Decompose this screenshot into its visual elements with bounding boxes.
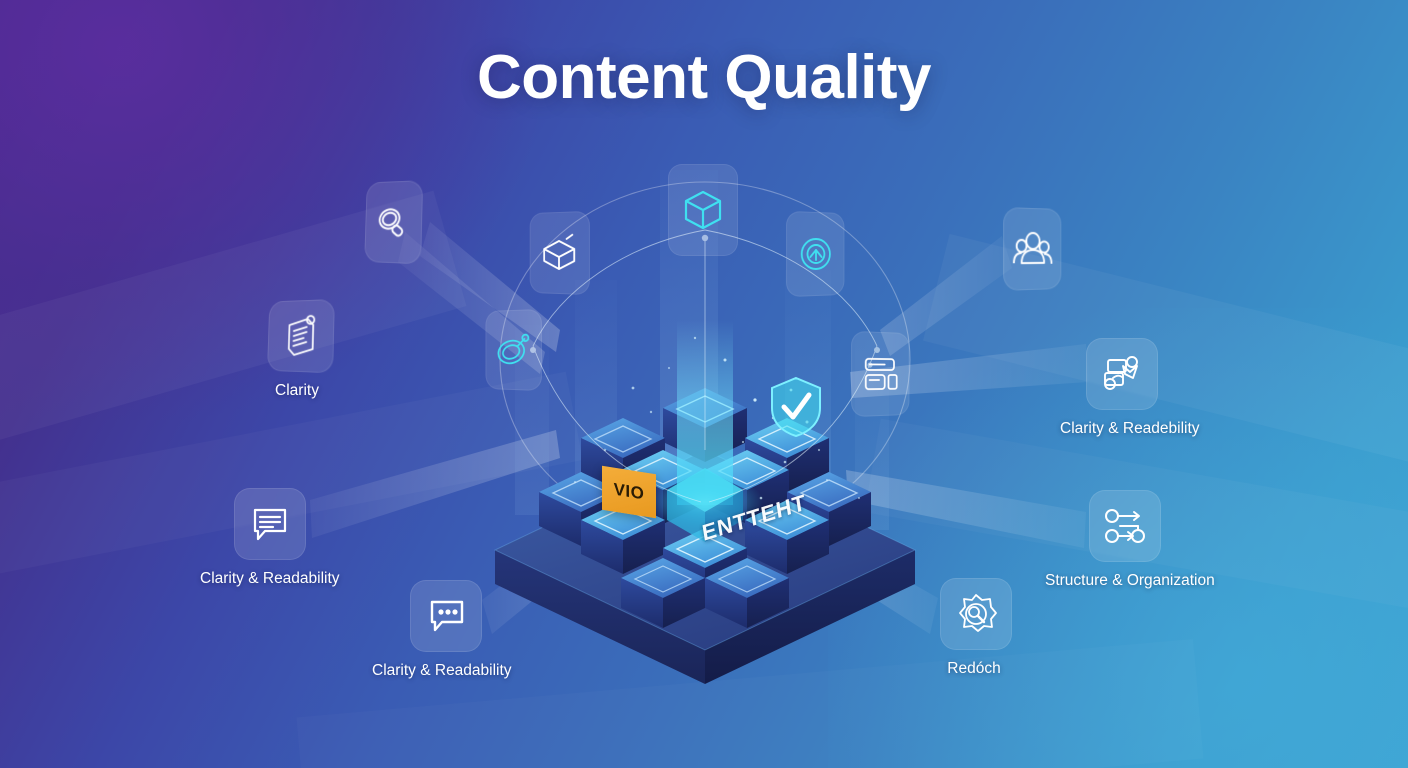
label-text: Clarity & Readability [372, 662, 512, 679]
isometric-platform-scene [455, 150, 955, 684]
label-node-clarity-readebility[interactable]: Clarity & Readebility [1060, 338, 1200, 438]
cube-3d-icon [680, 187, 726, 233]
flowchart-nodes-icon [1102, 506, 1148, 546]
label-node-structure-organization[interactable]: Structure & Organization [1045, 490, 1215, 590]
label-node-redoch[interactable]: Redóch [936, 578, 1012, 678]
label-node-clarity[interactable]: Clarity [258, 298, 336, 400]
label-text: Clarity & Readebility [1060, 420, 1200, 437]
orbit-card-magnifier[interactable] [362, 180, 424, 265]
vio-tag-label: VIO [613, 479, 645, 504]
label-node-clarity-readability-bottom[interactable]: Clarity & Readability [372, 580, 512, 680]
orbit-card-card-list[interactable] [851, 330, 910, 418]
cube [705, 558, 789, 628]
shield-check-badge [768, 375, 824, 439]
orbit-pen-icon [494, 329, 533, 372]
orbit-card-orbit-pen[interactable] [485, 308, 542, 392]
cube [621, 558, 705, 628]
label-text: Structure & Organization [1045, 572, 1215, 589]
document-text-icon [281, 315, 319, 358]
card-list-icon [860, 353, 901, 396]
label-text: Clarity [275, 382, 319, 399]
open-box-icon [539, 233, 580, 274]
orbit-filaments [530, 229, 880, 503]
orbit-card-open-box[interactable] [529, 210, 590, 296]
speech-bubble-lines-icon [248, 504, 292, 544]
target-arrow-icon [796, 233, 835, 276]
label-text: Clarity & Readability [200, 570, 340, 587]
people-group-icon [1013, 229, 1052, 270]
amber-vio-tag: VIO [602, 465, 656, 519]
orbit-card-target[interactable] [786, 210, 845, 298]
gear-search-icon [953, 591, 999, 637]
network-nodes-icon [1099, 352, 1145, 396]
orbit-card-cube-3d[interactable] [668, 164, 738, 256]
magnifier-icon [374, 202, 412, 243]
cube [745, 500, 829, 574]
label-node-clarity-readability-left[interactable]: Clarity & Readability [200, 488, 340, 588]
speech-bubble-dots-icon [424, 596, 468, 636]
page-title: Content Quality [476, 43, 932, 112]
label-text: Redóch [947, 660, 1001, 677]
orbit-card-audience[interactable] [1002, 206, 1064, 292]
